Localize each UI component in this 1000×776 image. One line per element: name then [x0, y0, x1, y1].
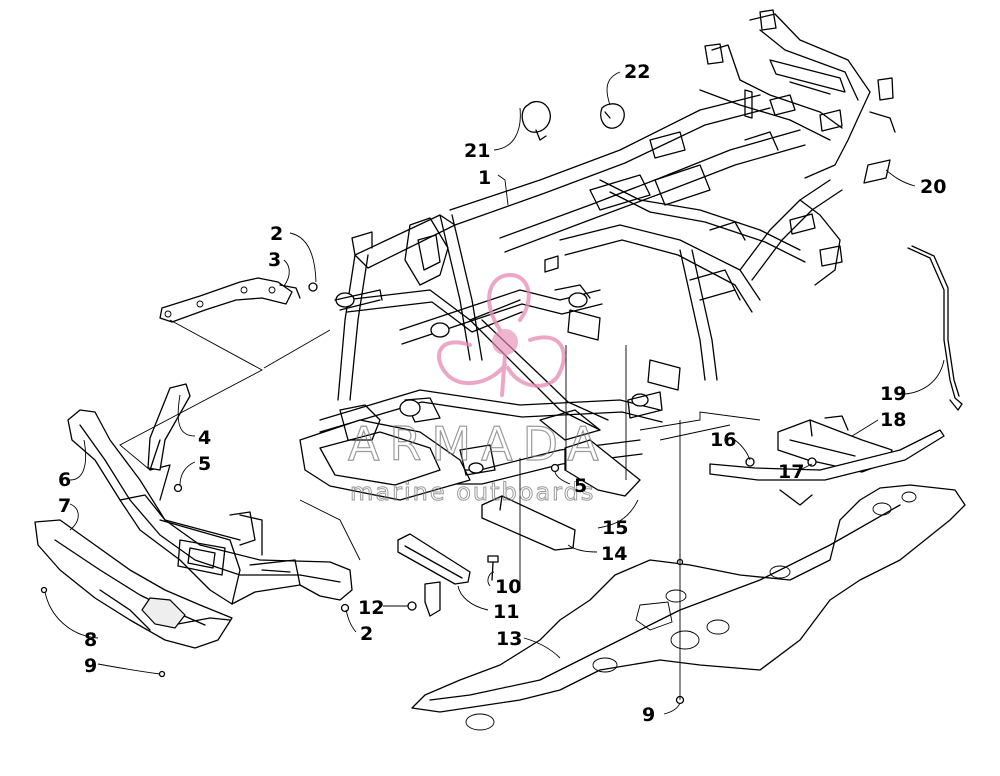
- label-part-10: 10: [495, 576, 521, 598]
- part-labels: 1 2 3 4 5 6 7 8 9 2 12 10 11 13 14 15 5 …: [58, 61, 946, 726]
- label-part-11: 11: [493, 601, 519, 623]
- bumper-plate: [34, 519, 233, 649]
- leader-lines: [44, 71, 945, 715]
- label-part-5-center: 5: [574, 475, 587, 497]
- label-part-18: 18: [880, 409, 906, 431]
- rod: [907, 245, 963, 411]
- label-part-2-bottom: 2: [360, 623, 373, 645]
- decal: [863, 159, 891, 184]
- side-bracket: [397, 533, 471, 617]
- rear-bracket: [709, 415, 945, 506]
- skid-plate: [411, 484, 966, 731]
- front-bumper: [67, 409, 353, 605]
- front-bracket: [159, 277, 318, 323]
- label-part-15: 15: [602, 517, 628, 539]
- label-part-20: 20: [920, 176, 946, 198]
- watermark-tagline: marine outboards: [350, 478, 595, 506]
- label-part-1: 1: [478, 167, 491, 189]
- label-part-6: 6: [58, 469, 71, 491]
- label-part-2-top: 2: [270, 223, 283, 245]
- label-part-3: 3: [268, 249, 281, 271]
- watermark-brand: ARMADA: [348, 417, 609, 471]
- watermark-logo: [437, 272, 566, 397]
- main-frame: [299, 9, 896, 501]
- label-part-13: 13: [496, 628, 522, 650]
- label-part-8: 8: [84, 629, 97, 651]
- watermark: ARMADA marine outboards: [347, 272, 609, 507]
- assembly-guides: [119, 319, 761, 700]
- label-part-12: 12: [358, 597, 384, 619]
- label-part-14: 14: [601, 543, 627, 565]
- label-part-5-left: 5: [198, 453, 211, 475]
- label-part-21: 21: [464, 140, 490, 162]
- label-part-9-left: 9: [84, 655, 97, 677]
- label-part-16: 16: [710, 429, 736, 451]
- clamp-21: [521, 100, 551, 141]
- label-part-22: 22: [624, 61, 650, 83]
- label-part-17: 17: [778, 461, 804, 483]
- label-part-19: 19: [880, 383, 906, 405]
- brace: [147, 383, 191, 471]
- label-part-9-right: 9: [642, 704, 655, 726]
- clamp-22: [600, 103, 625, 129]
- label-part-7: 7: [58, 495, 71, 517]
- fasteners: [40, 463, 685, 705]
- bolt: [487, 555, 499, 581]
- label-part-4: 4: [198, 427, 211, 449]
